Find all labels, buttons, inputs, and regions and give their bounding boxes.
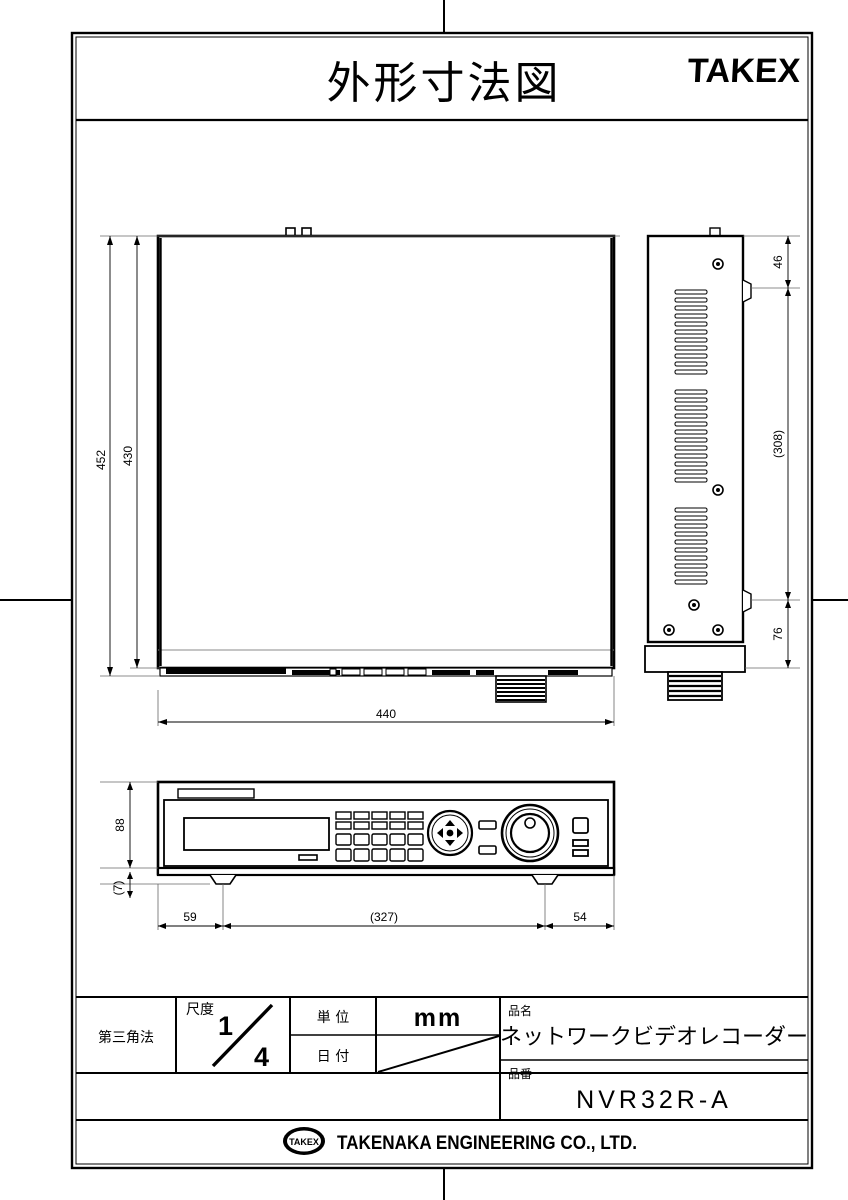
dimension-59-label: 59	[183, 910, 197, 924]
front-aux-buttons[interactable]	[478, 820, 497, 855]
dimension-308: (308)	[771, 288, 791, 600]
company-footer: TAKEX TAKENAKA ENGINEERING CO., LTD.	[283, 1127, 637, 1155]
drawing-frame	[70, 31, 814, 1170]
front-display	[183, 817, 330, 851]
dimension-440-label: 440	[376, 707, 396, 721]
side-fan-gland	[667, 671, 723, 701]
dimension-88-label: 88	[113, 818, 127, 832]
side-view-body	[646, 234, 745, 644]
front-indicator	[298, 854, 318, 861]
company-name: TAKENAKA ENGINEERING CO., LTD.	[337, 1133, 637, 1154]
dimension-46-label: 46	[771, 255, 785, 269]
front-dpad-navigation[interactable]	[426, 809, 474, 857]
dpad-up-icon	[445, 820, 455, 826]
dpad-center-button	[446, 829, 454, 837]
side-extension-lines	[743, 235, 800, 669]
dimension-54-label: 54	[573, 910, 587, 924]
dimension-430-label: 430	[121, 446, 135, 466]
unit-label: 単 位	[317, 1010, 349, 1026]
screw-icon	[712, 624, 724, 636]
scale-denominator: 4	[254, 1042, 269, 1072]
dimension-327: (327)	[223, 910, 545, 929]
side-vent-group-3	[674, 507, 708, 585]
aux-button-bottom	[478, 845, 497, 855]
dpad-left-icon	[437, 828, 443, 838]
dimension-452: 452	[94, 236, 113, 676]
part-number-label: 品番	[508, 1067, 532, 1081]
dimension-452-label: 452	[94, 450, 108, 470]
aux-button-top	[478, 820, 497, 830]
side-view-base	[644, 641, 746, 701]
front-extension-lines	[100, 781, 615, 930]
side-screws	[663, 258, 724, 636]
top-view-body	[156, 234, 616, 670]
dimension-308-label: (308)	[771, 430, 785, 458]
front-view: 88 (7) 59 (327) 54	[100, 780, 616, 930]
top-view: 452 430 440	[94, 227, 620, 726]
front-plinth	[156, 866, 616, 877]
scale-label: 尺度	[186, 1002, 214, 1018]
side-vent-group-2	[674, 389, 708, 483]
dimension-76-label: 76	[771, 627, 785, 641]
side-view: 46 (308) 76	[644, 227, 800, 701]
front-right-buttons[interactable]	[572, 817, 589, 857]
product-name-label: 品名	[508, 1003, 532, 1018]
rear-fan-gland	[495, 675, 547, 703]
front-button-matrix[interactable]	[335, 811, 424, 862]
dimension-430: 430	[121, 236, 140, 668]
dimension-440: 440	[158, 707, 614, 725]
status-bar-1	[572, 839, 589, 847]
dpad-down-icon	[445, 840, 455, 846]
jog-inner-ring	[509, 812, 551, 854]
dimension-46: 46	[771, 236, 791, 288]
jog-thumb-dimple	[524, 817, 536, 829]
frame-outer	[70, 31, 814, 1170]
title-block: 第三角法 尺度 1 4 単 位 mm 日 付 品名 ネットワークビデオレコーダー…	[76, 996, 808, 1155]
unit-value: mm	[414, 1004, 462, 1032]
title-bar: 外形寸法図 TAKEX	[76, 52, 808, 122]
screw-icon	[712, 258, 724, 270]
scale-numerator: 1	[218, 1011, 233, 1041]
dimension-54: 54	[545, 910, 614, 929]
status-bar-2	[572, 849, 589, 857]
frame-inner	[75, 36, 809, 1165]
date-label: 日 付	[317, 1049, 349, 1065]
side-vent-group-1	[674, 289, 708, 375]
dimension-7: (7)	[111, 872, 133, 898]
projection-label: 第三角法	[98, 1029, 154, 1046]
takex-badge-text: TAKEX	[289, 1137, 319, 1147]
screw-icon	[688, 599, 700, 611]
dimension-76: 76	[771, 600, 791, 668]
side-mount-brackets	[742, 279, 752, 613]
dimension-7-label: (7)	[111, 881, 125, 896]
part-number-value: NVR32R-A	[576, 1086, 732, 1114]
screw-icon	[663, 624, 675, 636]
scale-fraction-slash	[211, 1003, 274, 1068]
tb-date-diagonal	[377, 1035, 500, 1073]
page-title: 外形寸法図	[327, 58, 562, 109]
dimension-327-label: (327)	[370, 910, 398, 924]
screw-icon	[712, 484, 724, 496]
front-jog-dial[interactable]	[500, 803, 560, 863]
front-label-strip	[177, 788, 255, 799]
dimension-59: 59	[158, 910, 223, 929]
power-button	[572, 817, 589, 834]
product-name-value: ネットワークビデオレコーダー	[500, 1025, 808, 1050]
rear-panel-connectors	[159, 667, 613, 703]
dpad-right-icon	[457, 828, 463, 838]
takex-logo: TAKEX	[687, 52, 802, 90]
dimension-88: 88	[113, 782, 133, 868]
